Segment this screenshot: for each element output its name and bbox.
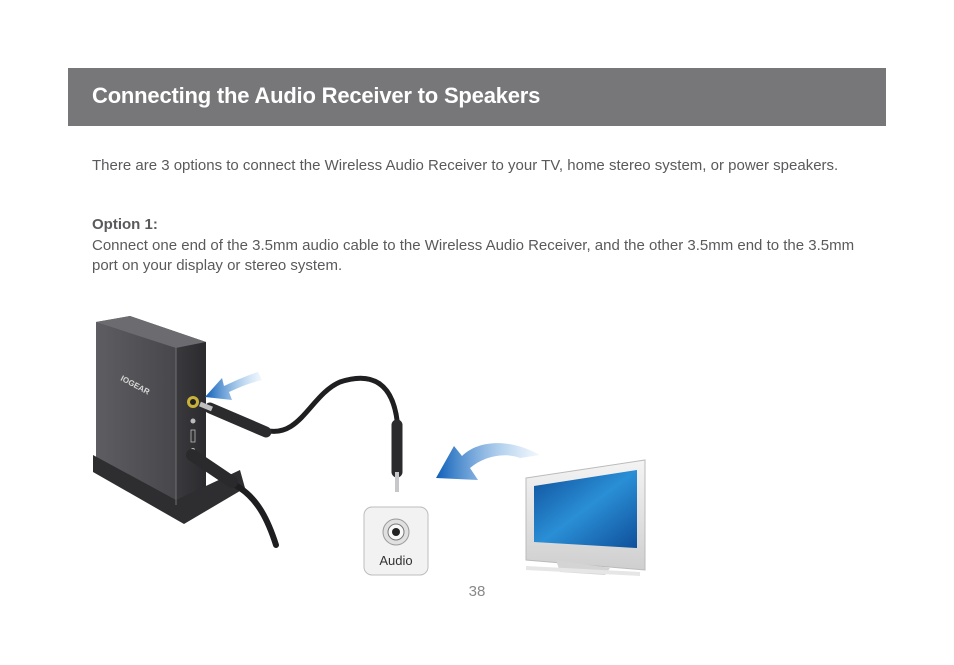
page-title: Connecting the Audio Receiver to Speaker… xyxy=(92,83,541,108)
tv-display xyxy=(525,459,646,576)
audio-receiver: IOGEAR xyxy=(93,316,245,524)
option-heading: Option 1: xyxy=(92,216,158,233)
section-banner: Connecting the Audio Receiver to Speaker… xyxy=(68,68,886,126)
arrow-to-receiver-icon xyxy=(205,372,262,400)
audio-port-label: Audio xyxy=(379,553,413,568)
intro-paragraph: There are 3 options to connect the Wirel… xyxy=(92,157,839,174)
option-paragraph: Connect one end of the 3.5mm audio cable… xyxy=(92,237,855,274)
power-cable xyxy=(186,449,279,548)
arrow-from-tv-icon xyxy=(436,443,540,480)
audio-cable xyxy=(199,375,403,492)
page-number: 38 xyxy=(468,583,486,600)
audio-port-panel xyxy=(363,506,429,576)
